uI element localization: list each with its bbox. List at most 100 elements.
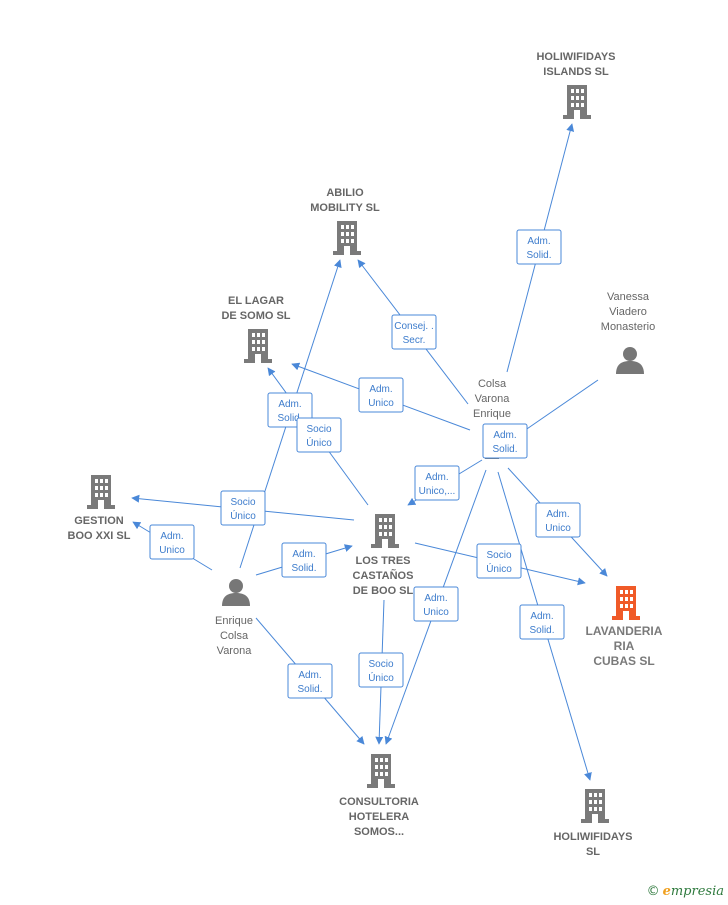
edge-label-box xyxy=(358,652,404,688)
edge-label-text: Adm. xyxy=(546,509,569,520)
edge-label-box xyxy=(220,490,266,526)
edge-label-text: Único xyxy=(230,509,256,522)
node-label-text: BOO XXI SL xyxy=(68,530,131,542)
node-consultoria[interactable]: CONSULTORIAHOTELERASOMOS... xyxy=(339,754,419,838)
edge-label-e5[interactable]: Adm. Unico,... xyxy=(414,465,460,501)
edge-label-box xyxy=(476,543,522,579)
edge-label-box xyxy=(296,417,342,453)
brand-name: mpresia xyxy=(670,884,724,899)
edge-label-text: Adm. xyxy=(160,531,183,542)
edge-label-box xyxy=(391,314,437,350)
node-label-text: EL LAGAR xyxy=(228,295,284,307)
edge-label-text: Unico,... xyxy=(419,486,456,497)
node-label-text: CONSULTORIA xyxy=(339,796,419,808)
brand-initial: e xyxy=(662,884,671,899)
node-label-text: GESTION xyxy=(74,515,124,527)
copyright-symbol: © xyxy=(646,884,660,899)
node-label-text: DE BOO SL xyxy=(353,585,414,597)
building-icon xyxy=(87,475,115,509)
node-label-text: MOBILITY SL xyxy=(310,202,380,214)
edge-label-e16[interactable]: Adm. Solid. xyxy=(287,663,333,699)
edge-label-text: Adm. xyxy=(278,399,301,410)
edge-label-e8[interactable]: Adm. Unico xyxy=(413,586,459,622)
node-label-text: Monasterio xyxy=(601,321,655,333)
edge-label-box xyxy=(413,586,459,622)
edge-label-e13[interactable]: Adm.Solid. xyxy=(281,542,327,578)
edge-labels-layer: Adm.Solid.Consej. .Secr.Adm.UnicoAdm.Sol… xyxy=(149,229,581,699)
edge-label-box xyxy=(414,465,460,501)
node-label-text: SL xyxy=(586,846,600,858)
edge-label-text: Solid. xyxy=(297,684,322,695)
node-label-text: HOLIWIFIDAYS xyxy=(553,831,632,843)
edge-label-text: Adm. xyxy=(298,670,321,681)
edge-label-text: Unico xyxy=(368,398,394,409)
edge-label-box xyxy=(281,542,327,578)
edge-label-text: Adm. xyxy=(425,472,448,483)
node-holiwifidays-islands[interactable]: HOLIWIFIDAYS ISLANDS SL xyxy=(536,51,616,119)
edge-label-box xyxy=(149,524,195,560)
node-gestion-boo[interactable]: GESTION BOO XXI SL xyxy=(68,475,131,542)
edge-label-text: Adm. xyxy=(292,549,315,560)
person-icon xyxy=(616,347,644,374)
edge-label-text: Solid. xyxy=(529,625,554,636)
edge-label-text: Secr. xyxy=(403,335,426,346)
edge-label-e12[interactable]: Adm. Unico xyxy=(149,524,195,560)
edge-label-text: Único xyxy=(486,562,512,575)
edge-label-e1[interactable]: Adm.Solid. xyxy=(516,229,562,265)
edge-label-text: Único xyxy=(306,436,332,449)
edge-label-text: Adm. xyxy=(530,611,553,622)
edge-label-text: Unico xyxy=(423,607,449,618)
node-label-text: Enrique xyxy=(473,408,511,420)
edge-label-text: Único xyxy=(368,671,394,684)
edge-label-text: Socio xyxy=(368,659,393,670)
node-label-text: Enrique xyxy=(215,615,253,627)
person-icon xyxy=(222,579,250,606)
edge-label-e4[interactable]: Adm.Solid. xyxy=(482,423,528,459)
edge-label-text: Solid. xyxy=(526,250,551,261)
edge-label-box xyxy=(482,423,528,459)
edge-label-text: Socio xyxy=(230,497,255,508)
node-label-text: Viadero xyxy=(609,306,647,318)
building-icon xyxy=(333,221,361,255)
edge-label-e7[interactable]: Adm. Solid. xyxy=(519,604,565,640)
edge-label-text: Socio xyxy=(306,424,331,435)
empresia-logo[interactable]: ©empresia xyxy=(647,884,724,899)
edge-label-e2[interactable]: Consej. . Secr. xyxy=(391,314,437,350)
node-label-text: ISLANDS SL xyxy=(543,66,609,78)
building-icon xyxy=(612,586,640,620)
edge-label-text: Adm. xyxy=(369,384,392,395)
node-label-text: HOLIWIFIDAYS xyxy=(536,51,615,63)
edge-label-text: Consej. . xyxy=(394,321,433,332)
node-holiwifidays[interactable]: HOLIWIFIDAYS SL xyxy=(553,789,633,858)
edge-label-e3[interactable]: Adm. Unico xyxy=(358,377,404,413)
edge-label-box xyxy=(358,377,404,413)
edge-label-text: Adm. xyxy=(424,593,447,604)
node-label-text: Colsa xyxy=(478,378,507,390)
edge-label-text: Unico xyxy=(545,523,571,534)
edge-label-text: Unico xyxy=(159,545,185,556)
node-label-text: SOMOS... xyxy=(354,826,404,838)
edge-label-box xyxy=(516,229,562,265)
node-label-text: Vanessa xyxy=(607,291,650,303)
node-label-text: LOS TRES xyxy=(355,555,410,567)
edge-label-e6[interactable]: Adm. Unico xyxy=(535,502,581,538)
edge-label-box xyxy=(535,502,581,538)
edge-label-box xyxy=(287,663,333,699)
building-icon xyxy=(367,754,395,788)
building-icon xyxy=(563,85,591,119)
edge-label-text: Adm. xyxy=(493,430,516,441)
edge-label-text: Socio xyxy=(486,550,511,561)
building-icon xyxy=(244,329,272,363)
